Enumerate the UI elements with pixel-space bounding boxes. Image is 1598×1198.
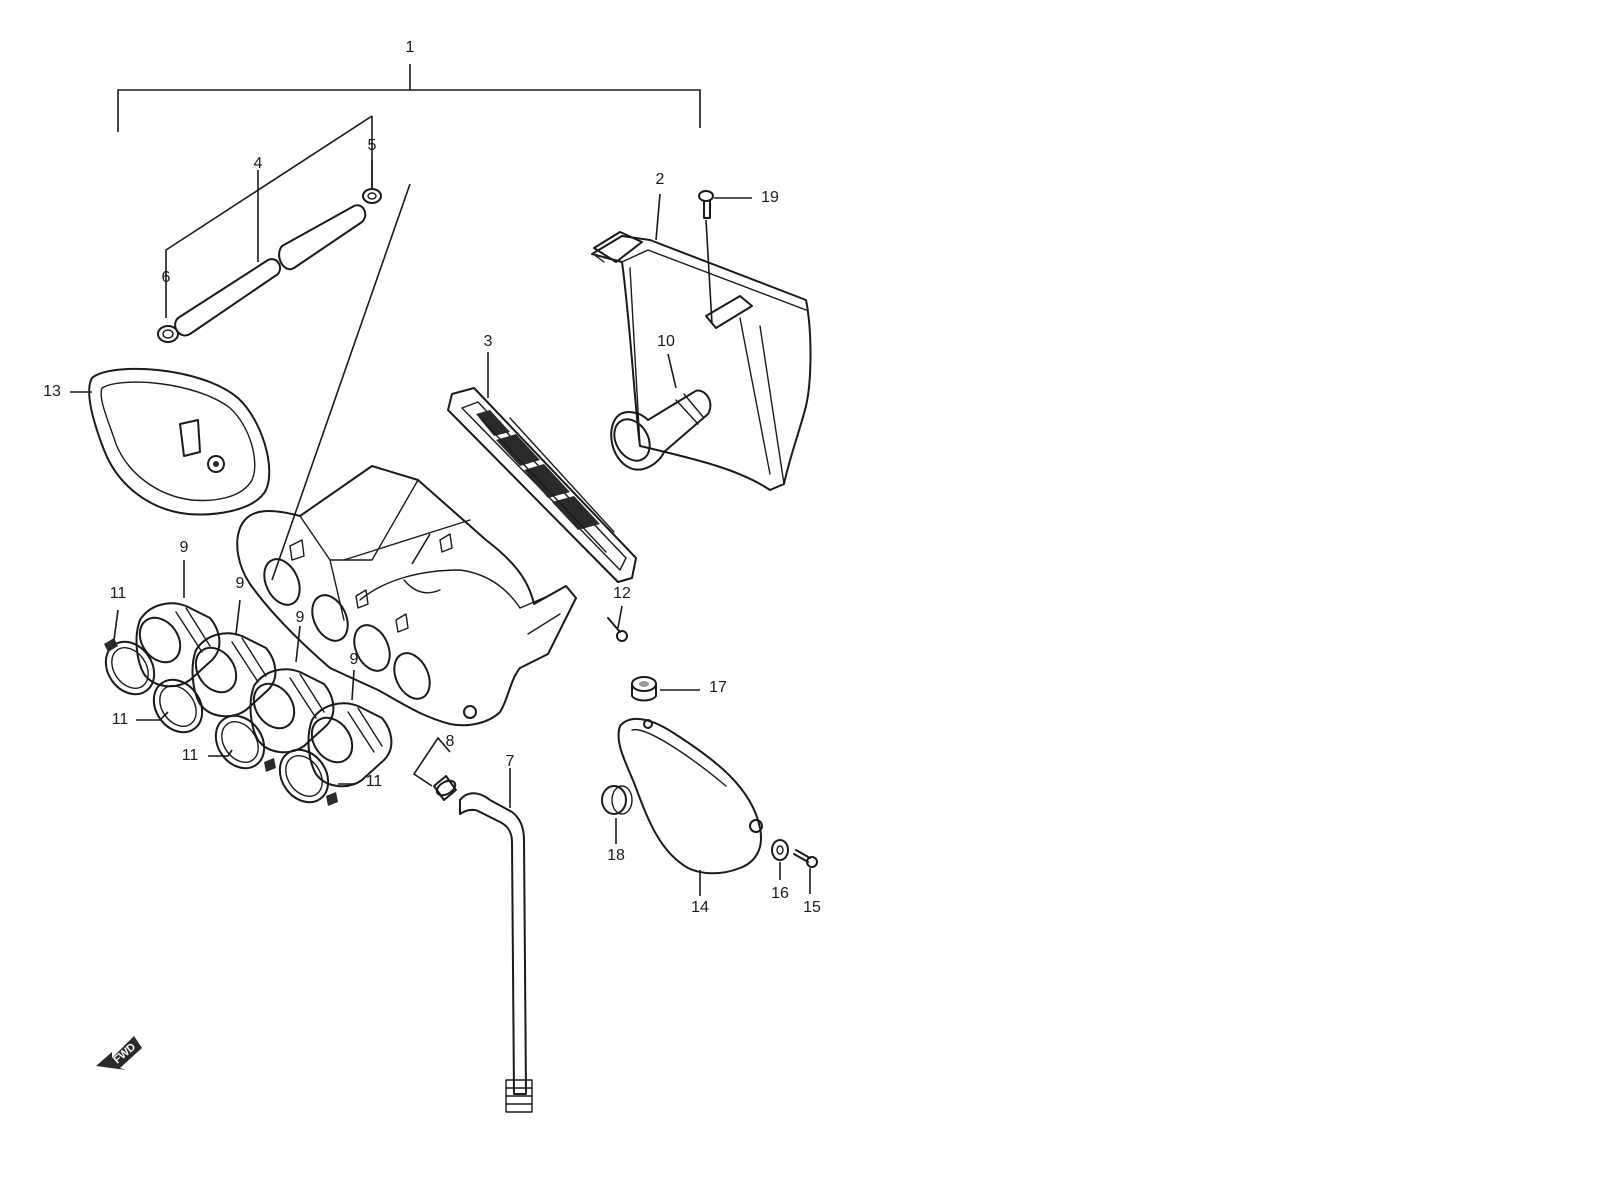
air-cleaner-cap-part-2 xyxy=(591,193,812,491)
callout-5: 5 xyxy=(368,137,377,154)
callout-10: 10 xyxy=(657,333,675,350)
screw-part-12 xyxy=(607,605,628,642)
clamp-3 xyxy=(214,714,276,772)
grommet-part-18 xyxy=(601,785,633,844)
boot-1 xyxy=(135,602,221,688)
left-cover-part-13 xyxy=(70,367,271,516)
callout-4: 4 xyxy=(254,155,263,172)
boot-3 xyxy=(249,668,335,754)
screw-part-19 xyxy=(698,190,752,325)
callout-19: 19 xyxy=(761,189,779,206)
callout-9c: 9 xyxy=(296,609,305,626)
callout-12: 12 xyxy=(613,585,631,602)
callout-14: 14 xyxy=(691,899,709,916)
grommet-part-17 xyxy=(631,676,700,702)
callout-6: 6 xyxy=(162,269,171,286)
callout-1: 1 xyxy=(406,39,415,56)
washer-part-16 xyxy=(771,839,789,880)
hose-part-4 xyxy=(174,170,367,337)
callout-labels: 1 2 3 4 5 6 7 8 9 9 9 9 10 11 11 11 11 1… xyxy=(43,39,821,916)
callout-18: 18 xyxy=(607,847,625,864)
clamp-4 xyxy=(278,748,338,806)
callout-8: 8 xyxy=(446,733,455,750)
callout-11d: 11 xyxy=(366,773,383,790)
assembly-bracket-4-6 xyxy=(165,115,411,581)
hose-clamp-part-8 xyxy=(412,736,457,801)
air-cleaner-box xyxy=(236,465,577,727)
callout-11a: 11 xyxy=(110,585,127,602)
callout-11b: 11 xyxy=(112,711,129,728)
callout-16: 16 xyxy=(771,885,789,902)
clamps-part-11 xyxy=(104,609,356,806)
callout-3: 3 xyxy=(484,333,493,350)
callout-13: 13 xyxy=(43,383,61,400)
callout-2: 2 xyxy=(656,171,665,188)
intake-boots-part-9 xyxy=(135,560,393,788)
clamp-1 xyxy=(104,638,156,696)
right-cover-part-14 xyxy=(617,717,763,896)
callout-9b: 9 xyxy=(236,575,245,592)
filter-element-part-3 xyxy=(447,352,637,583)
drain-hose-part-7 xyxy=(459,768,533,1113)
bolt-part-15 xyxy=(793,849,818,894)
callout-11c: 11 xyxy=(182,747,199,764)
callout-9d: 9 xyxy=(350,651,359,668)
forward-direction-arrow: FWD xyxy=(96,1036,142,1070)
intake-funnel-part-10 xyxy=(610,353,712,471)
callout-17: 17 xyxy=(709,679,727,696)
clip-part-5 xyxy=(362,160,382,204)
callout-7: 7 xyxy=(506,753,515,770)
clip-part-6 xyxy=(157,325,179,343)
callout-15: 15 xyxy=(803,899,821,916)
boot-4 xyxy=(307,702,393,788)
callout-9a: 9 xyxy=(180,539,189,556)
assembly-bracket-1 xyxy=(117,64,701,132)
